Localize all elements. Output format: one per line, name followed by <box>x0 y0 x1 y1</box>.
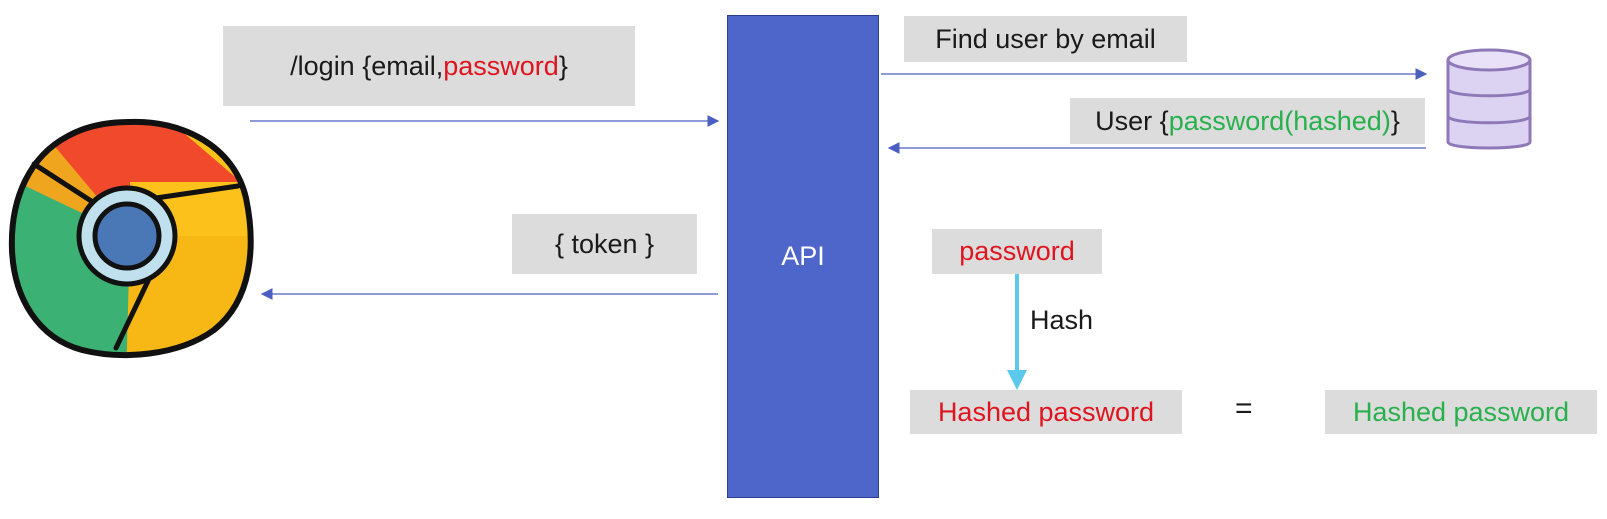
password-input-text: password <box>959 236 1075 266</box>
login-request-label: /login {email, password} <box>223 26 635 106</box>
user-response-hashed-password: password(hashed) <box>1168 105 1391 136</box>
hash-step-label: Hash <box>1030 305 1094 335</box>
api-server: API <box>727 15 879 498</box>
login-request-suffix: } <box>558 50 568 81</box>
find-user-label: Find user by email <box>904 16 1187 62</box>
token-response-label: { token } <box>512 214 697 274</box>
database-icon <box>1446 48 1532 150</box>
user-response-label: User {password(hashed)} <box>1070 98 1425 144</box>
password-input-label: password <box>932 229 1102 274</box>
hashed-password-result: Hashed password <box>910 390 1182 434</box>
user-response-suffix: } <box>1390 105 1400 136</box>
token-text: { token } <box>554 228 655 259</box>
stored-hashed-password-text: Hashed password <box>1352 396 1570 427</box>
user-response-prefix: User { <box>1095 105 1169 136</box>
api-label: API <box>781 241 825 271</box>
stored-hashed-password: Hashed password <box>1325 390 1597 434</box>
login-request-password: password <box>443 50 559 81</box>
chrome-browser-icon <box>8 118 254 359</box>
login-request-prefix: /login {email, <box>290 50 444 81</box>
equals-sign: = <box>1235 392 1253 425</box>
hashed-password-result-text: Hashed password <box>937 396 1155 427</box>
find-user-text: Find user by email <box>935 23 1156 54</box>
